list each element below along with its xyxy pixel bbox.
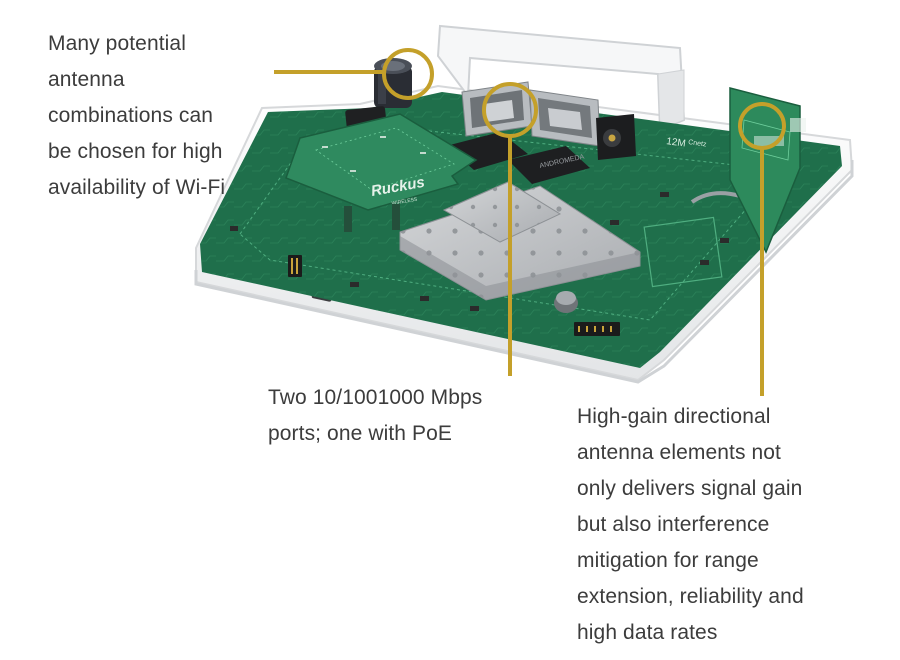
- callout-antenna-text: Many potential antenna combinations can …: [48, 26, 225, 206]
- board-label: 12M Cnetz: [666, 136, 708, 150]
- callout-markers: [274, 48, 786, 396]
- capacitor: [374, 58, 412, 108]
- ethernet-port-1: [461, 81, 533, 137]
- board-label-12m: 12M: [666, 136, 687, 150]
- callout-ports-text: Two 10/1001000 Mbps ports; one with PoE: [268, 380, 482, 452]
- callout-circle-ports: [482, 82, 538, 138]
- callout-antenna-line: Many potential: [48, 32, 186, 55]
- callout-directional-line: but also interference: [577, 513, 770, 536]
- callout-directional-text: High-gain directional antenna elements n…: [577, 399, 804, 651]
- brand-subtitle: WIRELESS: [391, 196, 418, 207]
- callout-antenna-line: be chosen for high: [48, 140, 223, 163]
- callout-directional-line: antenna elements not: [577, 441, 781, 464]
- callout-antenna-line: availability of Wi-Fi: [48, 176, 226, 199]
- dc-power-jack: [596, 114, 636, 160]
- callout-directional-line: high data rates: [577, 621, 718, 644]
- callout-directional-line: mitigation for range: [577, 549, 759, 572]
- callout-circle-antenna: [382, 48, 434, 100]
- callout-directional-line: only delivers signal gain: [577, 477, 803, 500]
- board-label-cnetz: Cnetz: [688, 139, 708, 149]
- callout-antenna-line: combinations can: [48, 104, 214, 127]
- callout-circle-directional: [738, 102, 786, 150]
- antenna-board: Ruckus WIRELESS: [285, 113, 478, 232]
- callout-ports-line: ports; one with PoE: [268, 422, 452, 445]
- callout-directional-line: extension, reliability and: [577, 585, 804, 608]
- callout-antenna-line: antenna: [48, 68, 125, 91]
- rf-shield-small: [442, 181, 562, 243]
- callout-ports-line: Two 10/1001000 Mbps: [268, 386, 483, 409]
- callout-directional-line: High-gain directional: [577, 405, 771, 428]
- ethernet-port-2: [529, 89, 601, 147]
